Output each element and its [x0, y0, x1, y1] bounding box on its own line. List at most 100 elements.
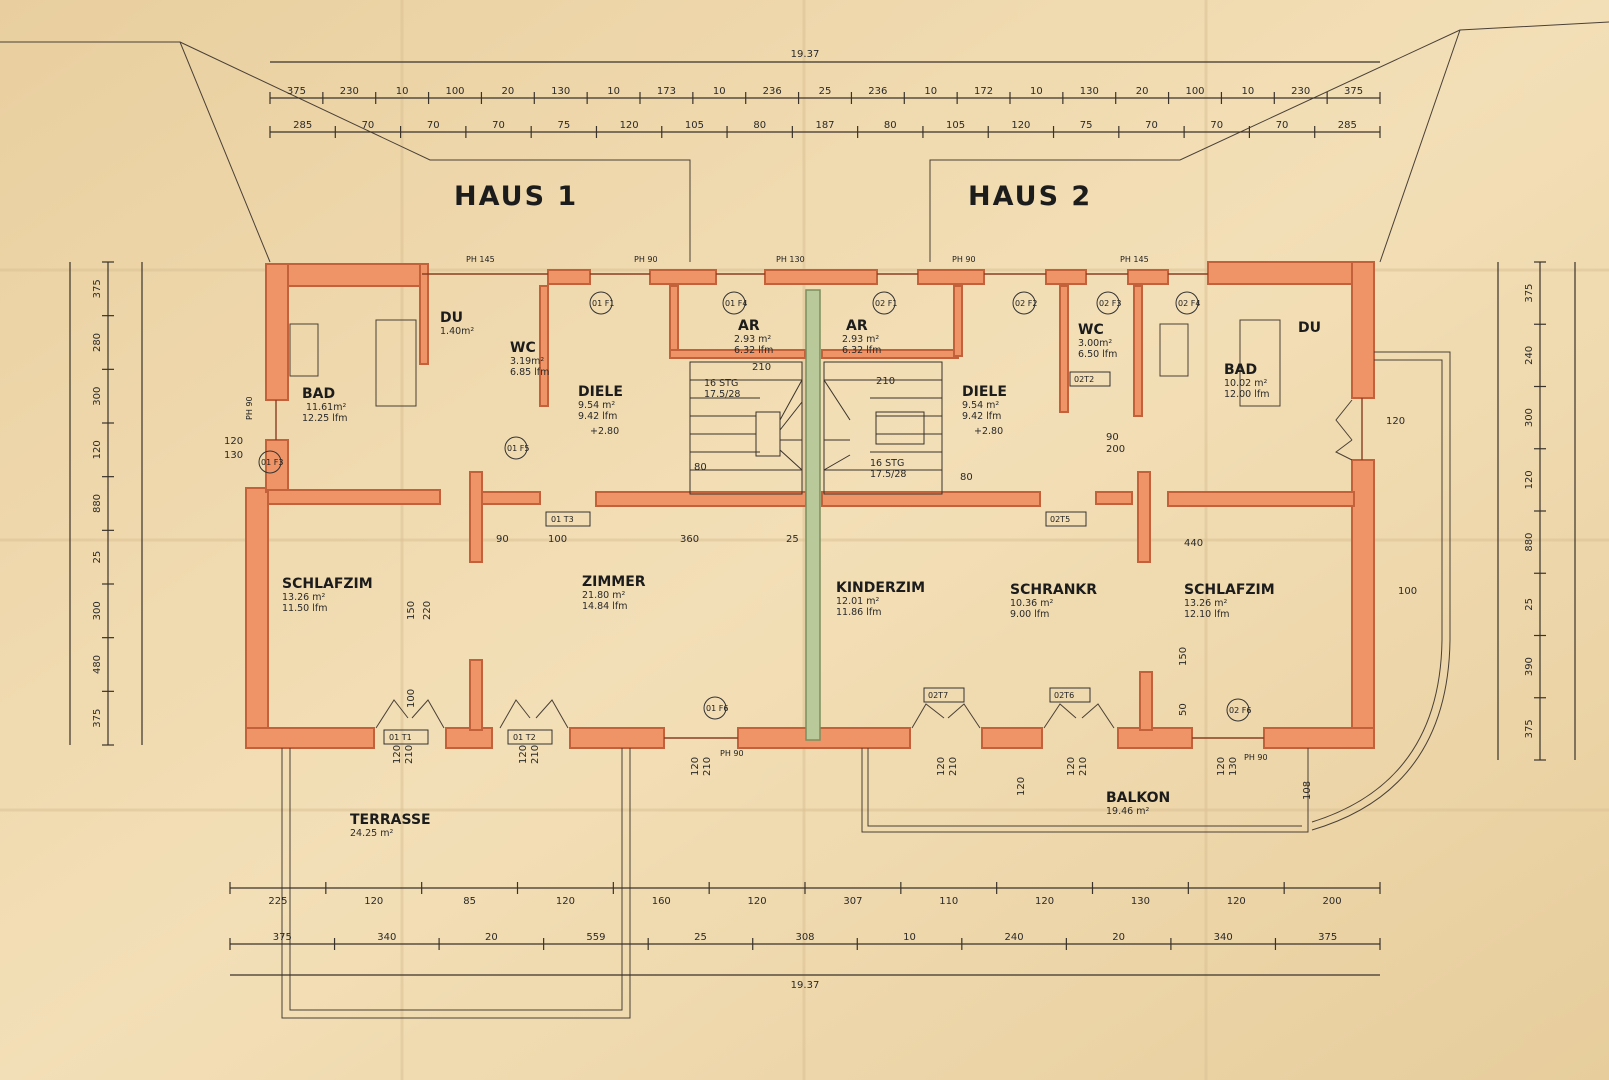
dimension-label: 285 — [1338, 120, 1357, 131]
party-wall — [805, 289, 821, 741]
tag-01f6: 01 F6 — [706, 704, 728, 713]
dimension-label: 25 — [92, 551, 103, 564]
svg-text:120: 120 — [392, 745, 403, 764]
room-schrankr: SCHRANKR 10.36 m² 9.00 lfm — [1010, 582, 1097, 620]
svg-text:SCHLAFZIM: SCHLAFZIM — [282, 576, 373, 592]
svg-text:16 STG: 16 STG — [870, 458, 904, 469]
dimension-label: 120 — [556, 896, 575, 907]
svg-text:2.93 m²: 2.93 m² — [734, 334, 771, 345]
svg-text:PH 130: PH 130 — [776, 255, 805, 264]
room-balkon: BALKON 19.46 m² — [1106, 790, 1170, 817]
svg-text:+2.80: +2.80 — [590, 426, 619, 437]
svg-text:100: 100 — [548, 534, 567, 545]
svg-text:12.25 lfm: 12.25 lfm — [302, 413, 347, 424]
svg-text:1.40m²: 1.40m² — [440, 326, 474, 337]
room-zimmer: ZIMMER 21.80 m² 14.84 lfm — [582, 574, 646, 612]
svg-text:PH 90: PH 90 — [952, 255, 976, 264]
svg-text:21.80 m²: 21.80 m² — [582, 590, 625, 601]
svg-text:120: 120 — [690, 757, 701, 776]
tag-02t5: 02T5 — [1050, 515, 1070, 524]
svg-text:100: 100 — [406, 689, 417, 708]
svg-text:DU: DU — [1298, 320, 1321, 336]
dimension-label: 110 — [939, 896, 958, 907]
svg-text:150: 150 — [1178, 647, 1189, 666]
dimension-label: 75 — [557, 120, 570, 131]
svg-text:210: 210 — [876, 376, 895, 387]
svg-text:6.85 lfm: 6.85 lfm — [510, 367, 549, 378]
svg-text:2.93 m²: 2.93 m² — [842, 334, 879, 345]
dimension-label: 130 — [1080, 86, 1099, 97]
tag-01f4: 01 F4 — [725, 299, 747, 308]
roof-outline — [0, 21, 1609, 263]
svg-text:210: 210 — [752, 362, 771, 373]
dimension-label: 70 — [362, 120, 375, 131]
dimension-label: 70 — [492, 120, 505, 131]
dimension-label: 200 — [1323, 896, 1342, 907]
svg-text:13.26 m²: 13.26 m² — [1184, 598, 1227, 609]
dimension-label: 80 — [753, 120, 766, 131]
dimension-label: 559 — [586, 932, 605, 943]
room-kinderzim: KINDERZIM 12.01 m² 11.86 lfm — [836, 580, 925, 618]
dimension-label: 20 — [1136, 86, 1149, 97]
dimension-label: 480 — [92, 655, 103, 674]
dimension-label: 75 — [1080, 120, 1093, 131]
annotations: PH 145 PH 90 PH 130 PH 90 PH 145 PH 90 P… — [224, 255, 1417, 800]
svg-text:120: 120 — [1216, 757, 1227, 776]
dimension-label: 20 — [501, 86, 514, 97]
svg-text:90: 90 — [1106, 432, 1119, 443]
north-windows — [275, 273, 1363, 739]
terrace-outline — [281, 748, 631, 1019]
dimension-label: 105 — [685, 120, 704, 131]
stair-label-house1: 16 STG 17.5/28 — [704, 378, 740, 400]
svg-text:10.36 m²: 10.36 m² — [1010, 598, 1053, 609]
room-terrasse: TERRASSE 24.25 m² — [350, 812, 431, 839]
dimension-label: 10 — [924, 86, 937, 97]
dimension-label: 375 — [1524, 719, 1535, 738]
dimension-label: 70 — [1145, 120, 1158, 131]
dimension-label: 70 — [1210, 120, 1223, 131]
dimension-label: 880 — [92, 494, 103, 513]
tag-02t7: 02T7 — [928, 691, 948, 700]
room-schlafzim2: SCHLAFZIM 13.26 m² 12.10 lfm — [1184, 582, 1275, 620]
tag-02f1: 02 F1 — [875, 299, 897, 308]
svg-text:DIELE: DIELE — [578, 384, 623, 400]
dimension-label: 85 — [463, 896, 476, 907]
tag-02t6: 02T6 — [1054, 691, 1074, 700]
dimension-label: 130 — [551, 86, 570, 97]
svg-text:120: 120 — [1066, 757, 1077, 776]
svg-text:90: 90 — [496, 534, 509, 545]
dimension-label: 300 — [1524, 408, 1535, 427]
haus2-title: HAUS 2 — [968, 181, 1092, 212]
svg-text:SCHLAFZIM: SCHLAFZIM — [1184, 582, 1275, 598]
dimension-label: 120 — [364, 896, 383, 907]
bathtub-house2 — [1159, 319, 1281, 407]
room-ar2: AR 2.93 m² 6.32 lfm — [842, 318, 881, 356]
tag-02f3: 02 F3 — [1099, 299, 1121, 308]
svg-text:200: 200 — [1106, 444, 1125, 455]
tag-02f2: 02 F2 — [1015, 299, 1037, 308]
tag-01t3: 01 T3 — [551, 515, 574, 524]
svg-text:120: 120 — [936, 757, 947, 776]
svg-text:10.02 m²: 10.02 m² — [1224, 378, 1267, 389]
stair-house2 — [823, 361, 943, 495]
room-diele1: DIELE 9.54 m² 9.42 lfm +2.80 — [578, 384, 623, 437]
room-wc2: WC 3.00m² 6.50 lfm — [1078, 322, 1117, 360]
interior-walls — [267, 263, 1355, 731]
svg-text:3.00m²: 3.00m² — [1078, 338, 1112, 349]
dimension-label: 300 — [92, 601, 103, 620]
svg-text:16 STG: 16 STG — [704, 378, 738, 389]
svg-text:13.26 m²: 13.26 m² — [282, 592, 325, 603]
svg-text:9.42 lfm: 9.42 lfm — [962, 411, 1001, 422]
dimension-label: 25 — [819, 86, 832, 97]
svg-text:PH 90: PH 90 — [245, 396, 254, 420]
svg-text:BAD: BAD — [1224, 362, 1257, 378]
svg-text:9.54 m²: 9.54 m² — [962, 400, 999, 411]
door-window-tags: 01 T1 01 T2 01 T3 02T5 02T6 02T7 02T2 01… — [258, 291, 1251, 745]
svg-text:80: 80 — [960, 472, 973, 483]
tag-01t1: 01 T1 — [389, 733, 412, 742]
svg-text:11.50 lfm: 11.50 lfm — [282, 603, 327, 614]
svg-text:120: 120 — [518, 745, 529, 764]
tag-02f4: 02 F4 — [1178, 299, 1200, 308]
svg-text:KINDERZIM: KINDERZIM — [836, 580, 925, 596]
